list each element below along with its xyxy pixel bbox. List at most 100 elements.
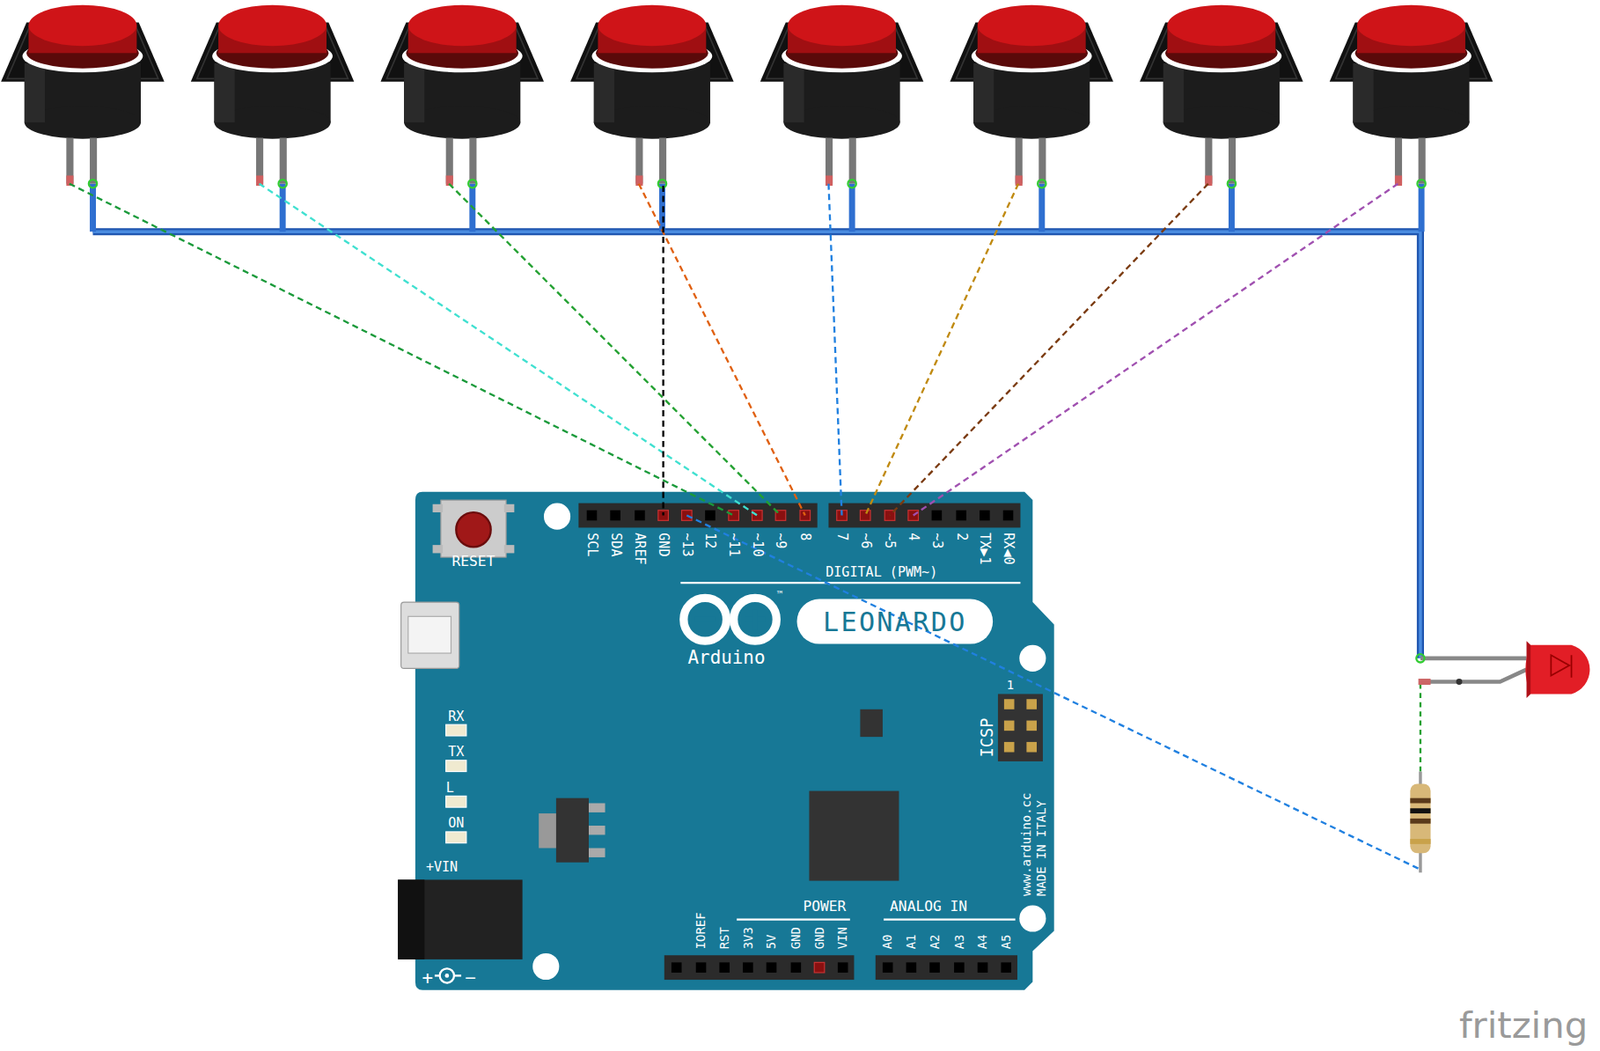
leonardo-pill	[797, 599, 994, 645]
polarity-symbol	[434, 974, 441, 977]
watermark: fritzing	[1459, 1006, 1588, 1044]
header-pin	[742, 961, 754, 973]
microcontroller	[808, 791, 899, 881]
push-button	[949, 5, 1114, 189]
header-pin	[696, 961, 707, 973]
led-terminal	[1416, 653, 1424, 662]
arduino-logo	[695, 616, 716, 623]
header-pin	[728, 510, 740, 522]
header-pin	[882, 961, 894, 973]
push-button	[1139, 5, 1304, 189]
resistor-body	[1409, 783, 1431, 853]
resistor-band	[1409, 798, 1431, 804]
header-pin	[704, 510, 716, 522]
push-button	[190, 5, 355, 189]
mount-hole	[543, 503, 571, 530]
pin-label: 8	[798, 532, 812, 541]
arduino-logo	[752, 609, 758, 630]
pin-label: ~6	[858, 532, 873, 549]
resistor-wire	[1419, 683, 1422, 776]
pin-label: ~9	[773, 532, 787, 549]
bus-drop-wire	[1418, 183, 1425, 232]
pin-label: 7	[835, 532, 849, 541]
icsp-header	[998, 693, 1043, 762]
board-label: Arduino	[688, 647, 766, 667]
status-led	[446, 760, 467, 772]
status-led	[446, 724, 467, 736]
header-pin	[800, 510, 811, 522]
pin-label: VIN	[836, 926, 850, 949]
signal-wire	[638, 183, 806, 516]
header-pin	[587, 510, 598, 522]
header-pin	[1000, 961, 1012, 973]
push-button	[380, 5, 544, 189]
bus-drop-wire	[1228, 183, 1235, 232]
status-led	[446, 795, 467, 808]
pin-label: SCL	[585, 532, 599, 557]
pin-header	[578, 503, 817, 529]
silkscreen-line	[680, 581, 1021, 584]
pin-label: 2	[954, 532, 969, 541]
signal-wire	[889, 183, 1209, 516]
signal-wire	[828, 183, 842, 516]
bus-drop-wire	[849, 183, 856, 232]
pin-label: ~5	[882, 532, 896, 549]
pin-label: GND	[789, 926, 802, 949]
push-button	[570, 5, 734, 189]
pin-header	[875, 954, 1018, 980]
header-pin	[814, 961, 825, 973]
reset-leg	[433, 544, 444, 553]
header-pin	[1003, 510, 1014, 522]
board-label: L	[446, 779, 455, 793]
signal-wire	[69, 183, 734, 516]
board-label: ANALOG IN	[889, 898, 968, 913]
resistor-band	[1409, 807, 1431, 814]
pin-label: www.arduino.cc	[1020, 792, 1033, 896]
pin-label: RX◀0	[1001, 532, 1015, 565]
push-button	[0, 5, 165, 189]
regulator-pin	[588, 802, 606, 812]
resistor-band	[1409, 818, 1431, 824]
regulator-pin	[588, 847, 606, 857]
voltage-regulator	[538, 813, 558, 848]
polarity-symbol	[454, 974, 462, 977]
board-label: −	[464, 968, 477, 987]
pin-label: A2	[928, 934, 941, 950]
polarity-symbol	[440, 968, 455, 983]
board-label: LEONARDO	[822, 608, 968, 635]
board-label: +	[422, 968, 434, 987]
icsp-pin	[1004, 741, 1015, 753]
header-pin	[929, 961, 940, 973]
pin-label: IOREF	[695, 911, 708, 949]
header-pin	[766, 961, 778, 973]
mount-hole	[532, 953, 559, 980]
push-button	[1329, 5, 1494, 189]
header-pin	[719, 961, 730, 973]
board-label: POWER	[802, 898, 846, 913]
pin-label: ~3	[930, 532, 944, 549]
signal-wire	[448, 183, 781, 516]
icsp-pin	[1026, 720, 1037, 732]
board-label: TX	[447, 744, 464, 758]
header-pin	[658, 510, 669, 522]
arduino-logo	[733, 597, 778, 641]
signal-wire	[913, 183, 1399, 516]
regulator-pin	[588, 825, 606, 835]
pin-header	[664, 954, 855, 980]
usb-port	[401, 601, 460, 668]
header-pin	[791, 961, 802, 973]
board-label: ON	[447, 815, 464, 830]
led-leg	[1420, 669, 1527, 683]
header-pin	[954, 961, 965, 973]
arduino-logo	[683, 597, 727, 641]
board-label: RX	[447, 708, 464, 722]
pin-label: TX▶1	[977, 532, 991, 565]
polarity-symbol	[445, 973, 450, 978]
pin-label: 5V	[765, 934, 778, 950]
bus-drop-wire	[89, 183, 96, 232]
pin-label: ~10	[750, 532, 764, 557]
board-label: +VIN	[425, 859, 458, 874]
pin-label: ~13	[680, 532, 694, 557]
